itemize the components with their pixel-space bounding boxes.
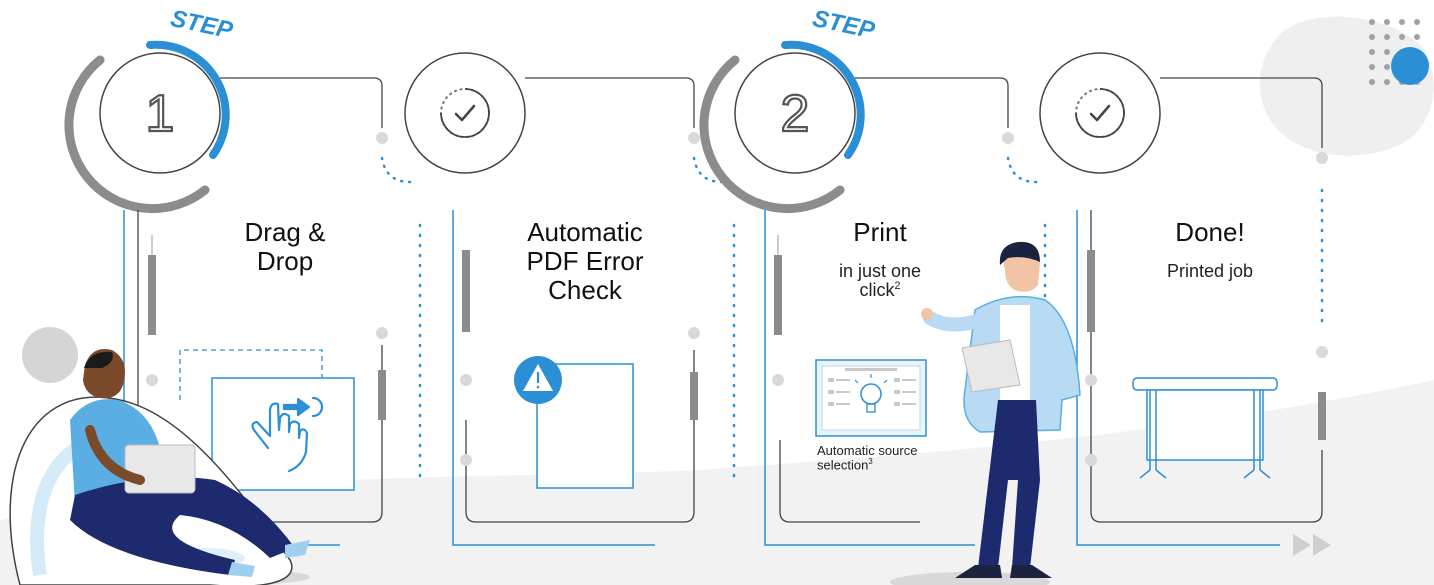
step-badge-blue-arc (781, 40, 865, 159)
step-1: 1 STEP (64, 5, 422, 546)
source-selection-caption: Automatic source selection3 (817, 443, 918, 473)
step-badge-number: 1 (146, 85, 175, 143)
large-format-printer-icon (1132, 377, 1278, 479)
connector-line (525, 77, 695, 128)
progress-ring-arc (1075, 88, 1125, 138)
gray-bar (148, 255, 156, 335)
check-icon (454, 104, 476, 122)
step-1-title: Drag & Drop (244, 217, 326, 277)
person-standing (921, 241, 1081, 578)
panel-frame-dark (779, 440, 920, 523)
connector-node (460, 374, 472, 386)
ground-shadow (890, 572, 1050, 585)
step-2-subtitle: in just one click2 (838, 261, 922, 300)
connector-line (220, 77, 383, 128)
connector-node (376, 132, 388, 144)
connector-node (772, 374, 784, 386)
connector-node (1085, 454, 1097, 466)
dashed-drop-frame (179, 349, 323, 400)
person-sitting (9, 327, 310, 585)
step-circle (99, 52, 221, 174)
step-badge-word: STEP (810, 5, 878, 45)
step-circle (734, 52, 856, 174)
step-badge-number: 2 (781, 85, 810, 143)
connector-line (1160, 77, 1323, 148)
step-badge-word: STEP (168, 5, 236, 45)
background-cloud (1259, 16, 1434, 156)
step-pdf-check (404, 52, 736, 546)
footnote-marker: 3 (868, 457, 873, 467)
panel-frame-blue (1076, 210, 1280, 546)
progress-ring-arc (440, 88, 490, 138)
presentation-board-icon (815, 359, 927, 437)
connector-node (460, 454, 472, 466)
connector-node (376, 327, 388, 339)
forward-arrows-icon (1293, 534, 1331, 556)
step-circle (1039, 52, 1161, 174)
gray-bar (462, 250, 470, 332)
gray-bar (378, 370, 386, 420)
gray-bar (774, 255, 782, 335)
step-badge-blue-arc (146, 40, 230, 159)
step-pdf-check-title: Automatic PDF Error Check (526, 217, 644, 306)
check-icon (1089, 104, 1111, 122)
warning-icon (514, 356, 562, 404)
step-done-subtitle: Printed job (1166, 261, 1254, 281)
step-badge-gray-arc (699, 55, 845, 213)
footnote-marker: 2 (894, 279, 901, 292)
panel-frame-blue (452, 210, 655, 546)
step-circle (404, 52, 526, 174)
connector-node (1085, 374, 1097, 386)
step-2-title: Print (853, 217, 907, 247)
connector-node (1002, 132, 1014, 144)
connector-node (146, 374, 158, 386)
gray-bar (1087, 250, 1095, 332)
step-badge-gray-arc (64, 55, 210, 213)
step-2: 2 STEP (699, 5, 1047, 546)
decor-blue-dot (1391, 47, 1429, 85)
step-done (1039, 52, 1331, 556)
dotted-connector (1006, 156, 1038, 184)
panel-frame-dark (465, 350, 695, 523)
gray-bar (690, 372, 698, 420)
hand-drag-icon (251, 396, 324, 473)
panel-frame-blue (764, 210, 975, 546)
dotted-connector (380, 156, 412, 184)
connector-node (688, 132, 700, 144)
background-blob (0, 380, 1434, 585)
step-done-title: Done! (1175, 217, 1245, 247)
connector-node (688, 327, 700, 339)
panel-frame-dark (1090, 210, 1323, 523)
connector-line (855, 77, 1009, 128)
gray-bar (1318, 392, 1326, 440)
connector-node (1316, 152, 1328, 164)
drop-target-box (211, 377, 355, 491)
connector-node (1316, 346, 1328, 358)
